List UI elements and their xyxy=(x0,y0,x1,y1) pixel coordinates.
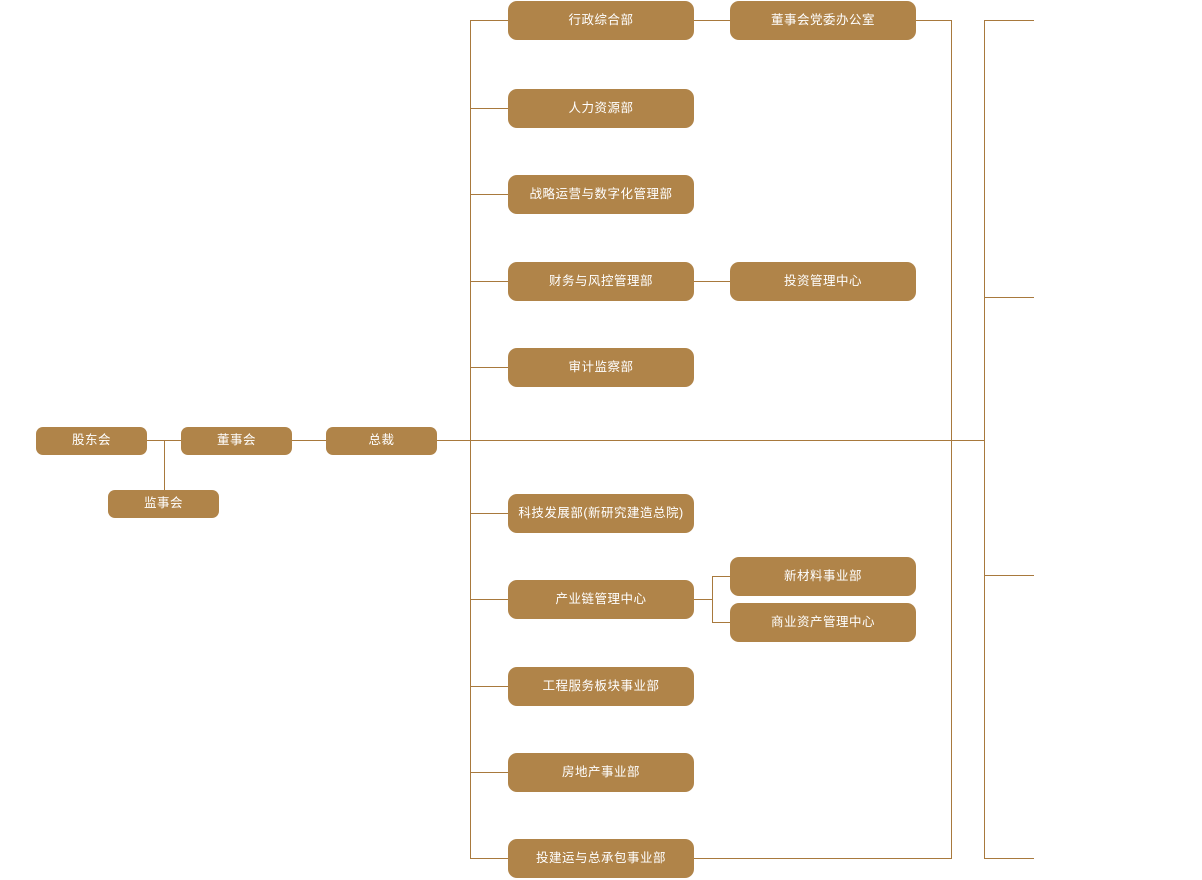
connector-board-to-supervisory xyxy=(164,440,165,490)
trunk-lower xyxy=(470,440,471,858)
node-shareholders-meeting[interactable]: 股东会 xyxy=(36,427,147,455)
bracket2-arm-lower-mid xyxy=(984,575,1034,576)
node-lower-dept-0[interactable]: 科技发展部(新研究建造总院) xyxy=(508,494,694,533)
bracket1-top-arm xyxy=(916,20,952,21)
connector-president-to-trunk xyxy=(437,440,984,441)
trunk-upper xyxy=(470,20,471,440)
stub-invest-build-epc xyxy=(470,858,508,859)
connector-board-to-president xyxy=(291,440,327,441)
node-dept-3[interactable]: 财务与风控管理部 xyxy=(508,262,694,301)
node-lower-dept-2[interactable]: 工程服务板块事业部 xyxy=(508,667,694,706)
node-board-of-directors[interactable]: 董事会 xyxy=(181,427,292,455)
connector-to-commercial-asset xyxy=(712,622,730,623)
node-dept-1[interactable]: 人力资源部 xyxy=(508,89,694,128)
node-lower-dept-4[interactable]: 投建运与总承包事业部 xyxy=(508,839,694,878)
connector-industry-chain-bus xyxy=(712,576,713,623)
node-dept-2[interactable]: 战略运营与数字化管理部 xyxy=(508,175,694,214)
node-dept-0[interactable]: 行政综合部 xyxy=(508,1,694,40)
bracket1-bottom-arm xyxy=(694,858,952,859)
node-dept-4[interactable]: 审计监察部 xyxy=(508,348,694,387)
node-lower-sub-0[interactable]: 新材料事业部 xyxy=(730,557,916,596)
bracket2-arm-bottom xyxy=(984,858,1034,859)
bracket2-arm-top xyxy=(984,20,1034,21)
node-lower-dept-1[interactable]: 产业链管理中心 xyxy=(508,580,694,619)
stub-finance-risk xyxy=(470,281,508,282)
node-supervisory-board[interactable]: 监事会 xyxy=(108,490,219,518)
node-lower-dept-3[interactable]: 房地产事业部 xyxy=(508,753,694,792)
node-sub-0[interactable]: 董事会党委办公室 xyxy=(730,1,916,40)
stub-engineering-services xyxy=(470,686,508,687)
bracket1-upper-spine xyxy=(951,20,952,440)
stub-admin-general xyxy=(470,20,508,21)
connector-finance-to-investment xyxy=(694,281,730,282)
stub-audit-supervision xyxy=(470,367,508,368)
connector-to-new-materials xyxy=(712,576,730,577)
connector-industry-chain-out xyxy=(694,599,713,600)
stub-strategy-digital xyxy=(470,194,508,195)
bracket2-upper-spine xyxy=(984,20,985,440)
bracket2-arm-upper-mid xyxy=(984,297,1034,298)
bracket1-lower-spine xyxy=(951,440,952,858)
node-president[interactable]: 总裁 xyxy=(326,427,437,455)
bracket2-lower-spine xyxy=(984,440,985,858)
connector-admin-to-party-office xyxy=(694,20,730,21)
stub-human-resources xyxy=(470,108,508,109)
node-lower-sub-1[interactable]: 商业资产管理中心 xyxy=(730,603,916,642)
stub-industry-chain xyxy=(470,599,508,600)
stub-tech-development xyxy=(470,513,508,514)
node-sub-1[interactable]: 投资管理中心 xyxy=(730,262,916,301)
stub-real-estate xyxy=(470,772,508,773)
